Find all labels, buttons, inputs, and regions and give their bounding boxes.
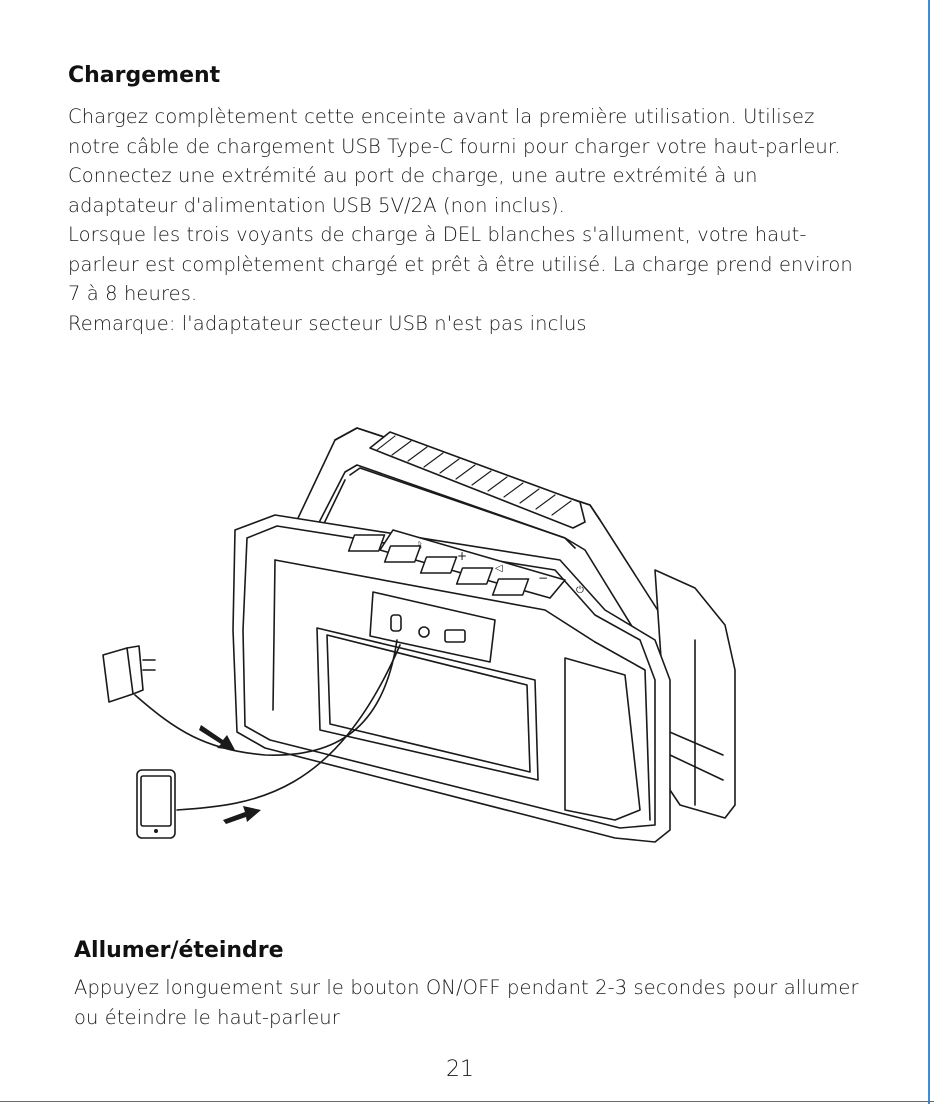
volume-up-button[interactable]: + xyxy=(383,545,467,563)
speaker-top-grill xyxy=(369,431,586,529)
speaker-charging-illustration: ᛒ + ◁ − ⏻ xyxy=(102,427,736,843)
insert-arrow-icon xyxy=(199,725,235,750)
charging-section: Chargement Chargez complètement cette en… xyxy=(68,63,858,338)
play-button[interactable]: ◁ xyxy=(419,556,503,574)
phone xyxy=(136,769,176,839)
speaker-front-grill xyxy=(316,627,539,781)
power-paragraph: Appuyez longuement sur le bouton ON/OFF … xyxy=(74,976,859,1029)
volume-up-icon: + xyxy=(457,549,467,563)
charging-note: Remarque: l'adaptateur secteur USB n'est… xyxy=(68,311,587,335)
phone-cable xyxy=(176,644,401,811)
play-icon: ◁ xyxy=(495,563,503,574)
aux-port-icon xyxy=(418,626,430,638)
power-icon: ⏻ xyxy=(576,585,584,596)
usb-c-port-icon xyxy=(390,614,402,632)
charging-paragraph-2: Connectez une extrémité au port de charg… xyxy=(68,164,758,217)
page-number: 21 xyxy=(446,1057,474,1082)
page-edge-line xyxy=(928,0,930,1104)
speaker-side-block xyxy=(654,569,736,819)
volume-down-icon: − xyxy=(538,571,548,585)
usb-a-port-icon xyxy=(444,629,466,643)
power-section: Allumer/éteindre Appuyez longuement sur … xyxy=(74,938,864,1032)
volume-down-button[interactable]: − xyxy=(455,567,548,585)
power-heading: Allumer/éteindre xyxy=(74,938,284,963)
return-arrow-icon xyxy=(223,806,261,824)
power-button[interactable]: ⏻ xyxy=(491,578,584,596)
charging-heading: Chargement xyxy=(68,63,221,88)
charging-cable xyxy=(134,639,398,756)
charging-paragraph-3: Lorsque les trois voyants de charge à DE… xyxy=(68,223,853,305)
speaker-control-panel: ᛒ + ◁ − ⏻ xyxy=(347,529,584,599)
power-adapter xyxy=(102,645,156,703)
charging-paragraph-1: Chargez complètement cette enceinte avan… xyxy=(68,105,841,158)
bottom-rule xyxy=(0,1101,934,1102)
speaker-port-panel xyxy=(369,591,496,663)
